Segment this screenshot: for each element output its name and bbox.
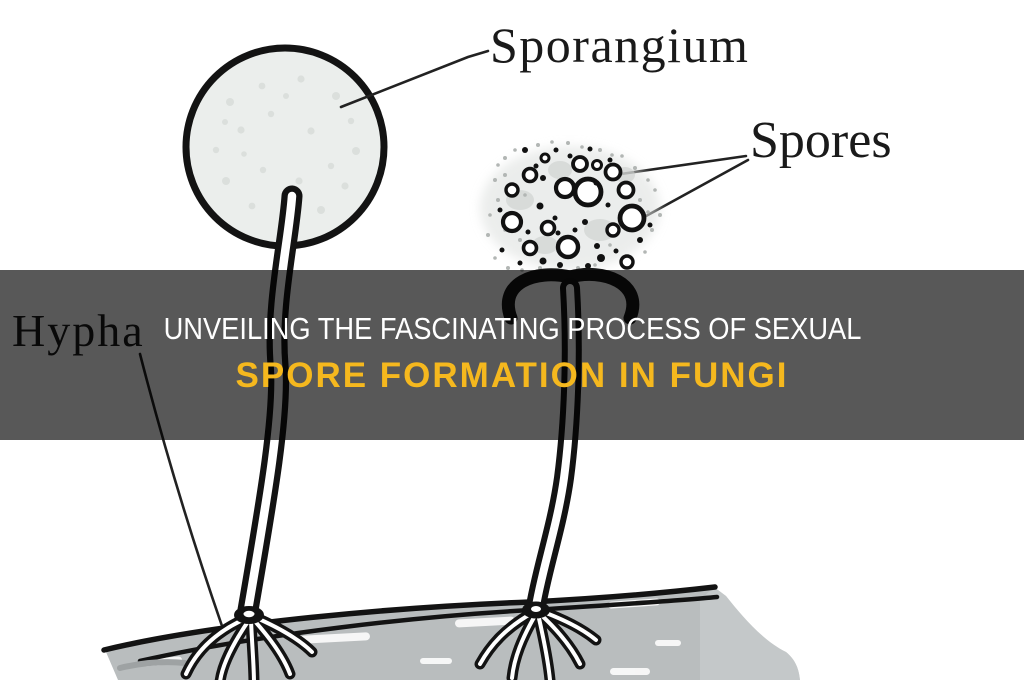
banner-title-line1: UNVEILING THE FASCINATING PROCESS OF SEX… xyxy=(0,313,1024,344)
sporangium-speckles xyxy=(212,75,360,214)
substrate-pencil-stroke xyxy=(117,659,188,671)
spore-dots xyxy=(497,146,653,269)
substrate-surface-line-2 xyxy=(137,594,720,664)
rhizoids-1 xyxy=(180,606,318,680)
rhizoids-2 xyxy=(474,601,602,680)
substrate-surface-line-1 xyxy=(101,584,718,653)
substrate-right-fade xyxy=(700,587,800,680)
substrate xyxy=(101,584,800,680)
substrate-highlights xyxy=(140,598,681,675)
sporangium-label: Sporangium xyxy=(490,17,749,73)
title-banner-overlay: UNVEILING THE FASCINATING PROCESS OF SEX… xyxy=(0,270,1024,440)
sporangium-leader-line xyxy=(339,49,490,109)
banner-title-line2: SPORE FORMATION IN FUNGI xyxy=(235,356,789,395)
spores-label: Spores xyxy=(750,112,892,169)
spore-rings xyxy=(500,152,647,270)
spores-leader-line-2 xyxy=(644,158,750,218)
banner-title-line1-text: UNVEILING THE FASCINATING PROCESS OF SEX… xyxy=(163,311,861,346)
spores-cluster xyxy=(480,140,662,272)
